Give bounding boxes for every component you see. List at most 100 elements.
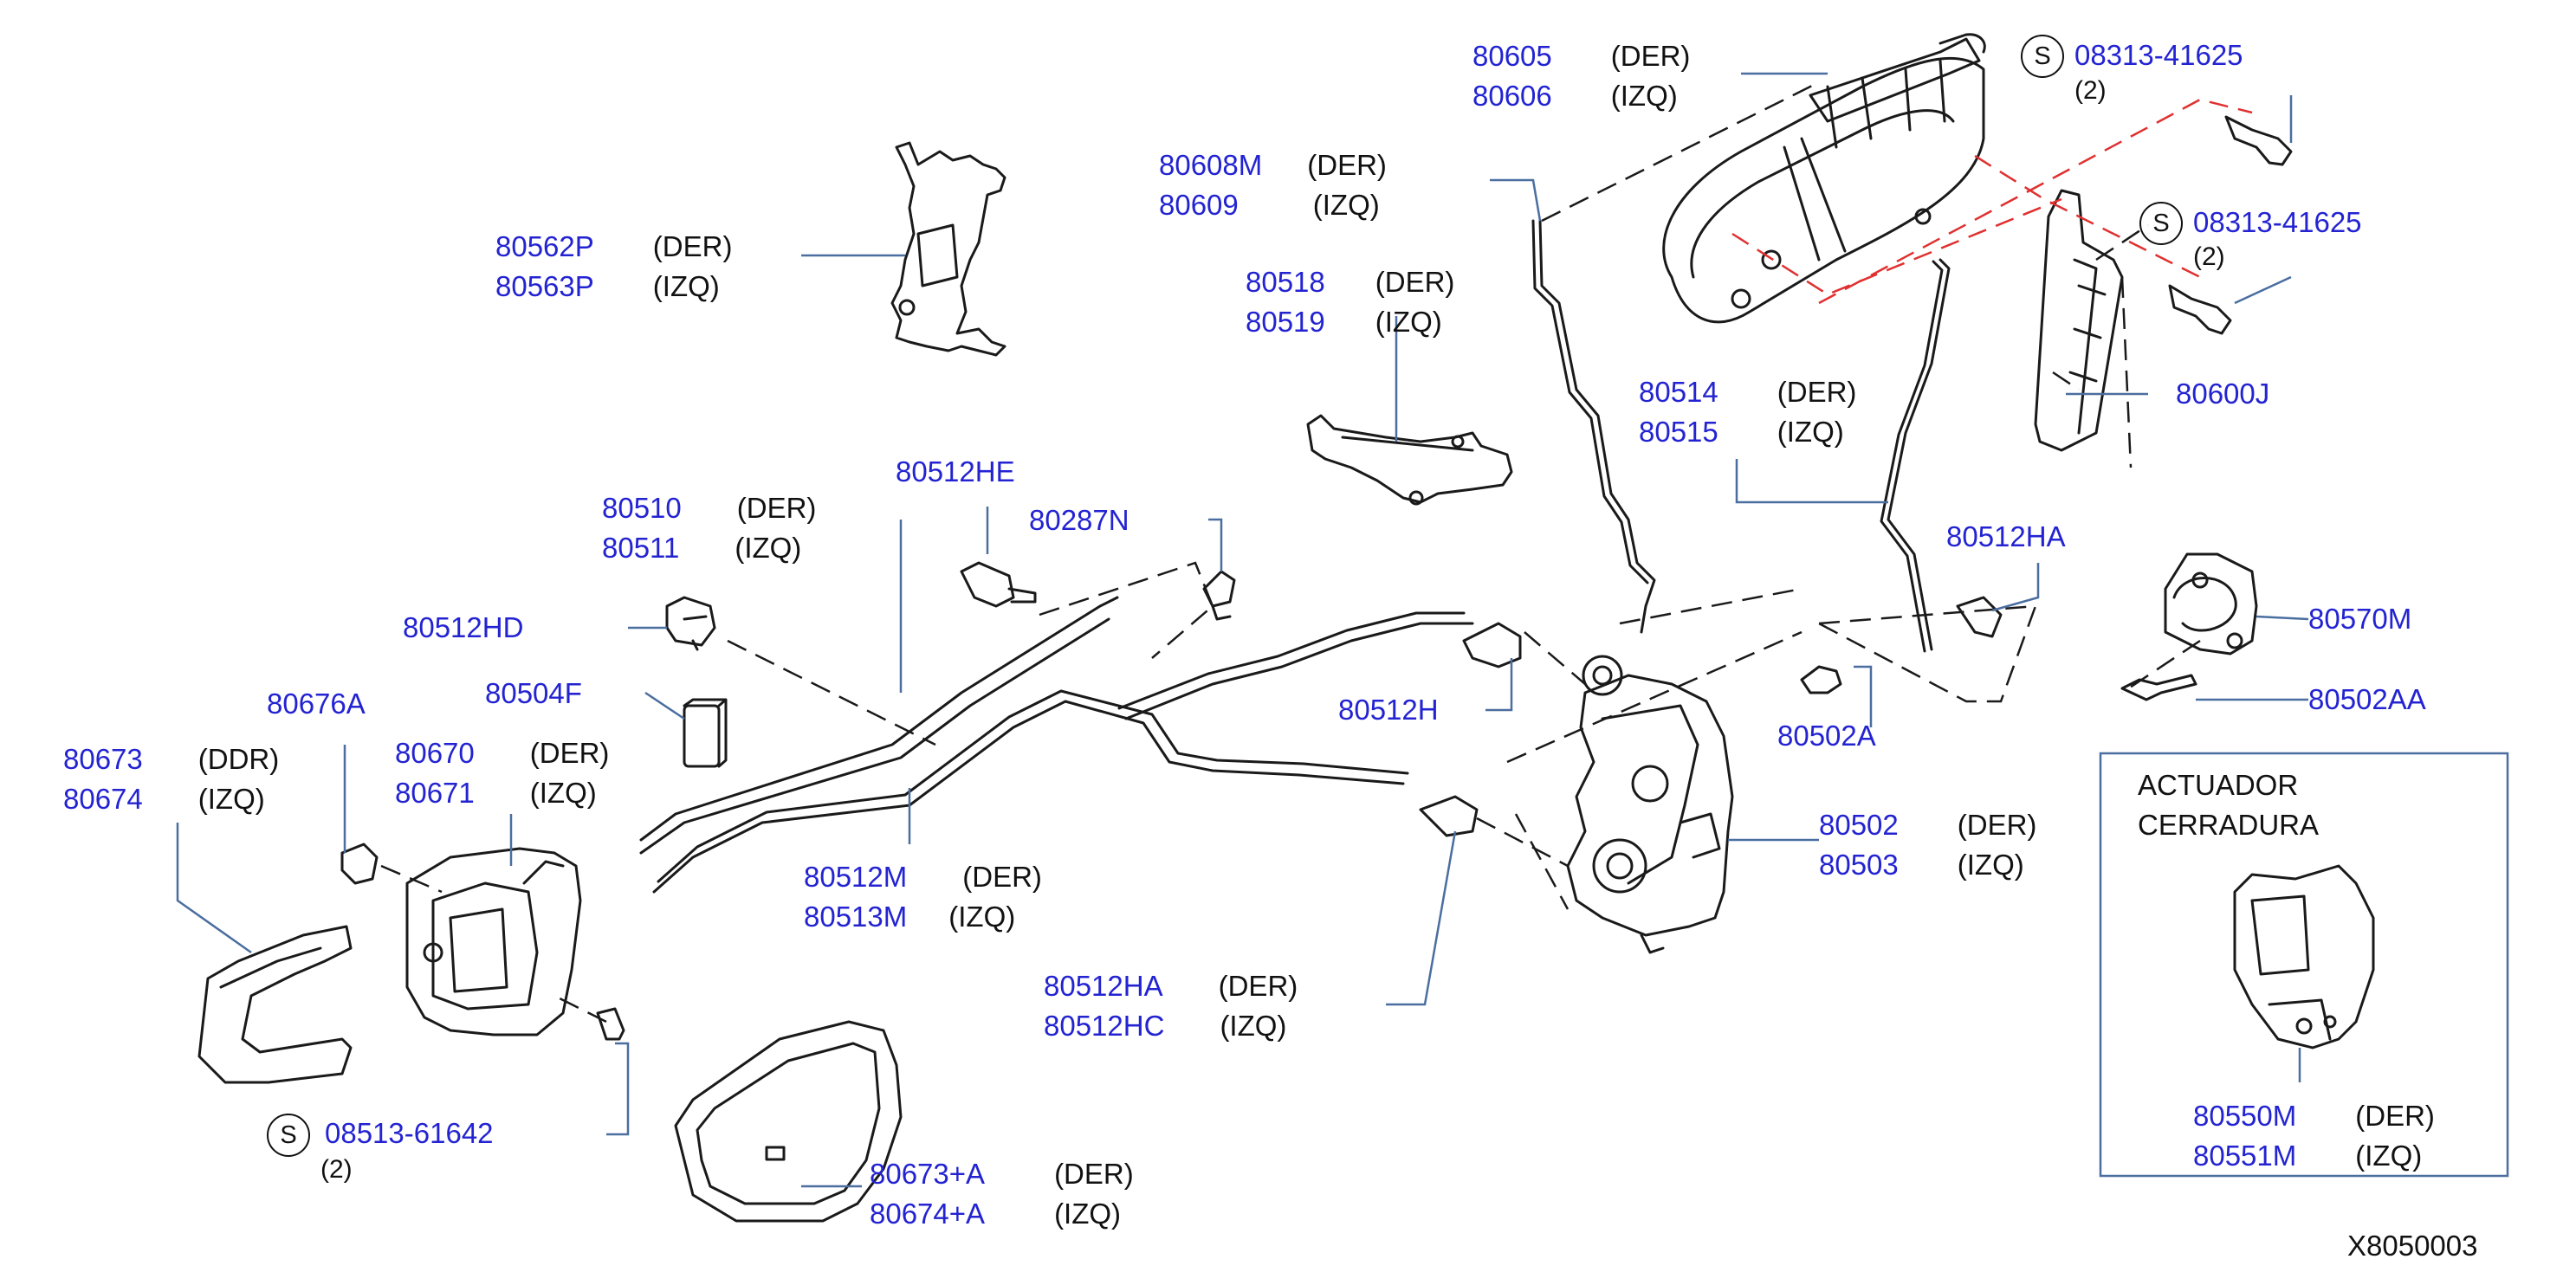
callout-80673: 80673(DDR) 80674(IZQ) bbox=[63, 739, 279, 819]
actuator-title-line2: CERRADURA bbox=[2138, 809, 2320, 841]
callout-80512he[interactable]: 80512HE bbox=[896, 455, 1015, 488]
part-number[interactable]: 80518 bbox=[1246, 266, 1325, 298]
side-label: (DER) bbox=[1777, 376, 1857, 408]
red-dashed-guides bbox=[1731, 98, 2253, 305]
part-number[interactable]: 80605 bbox=[1472, 40, 1552, 72]
callout-80518: 80518 (DER) 80519 (IZQ) bbox=[1246, 262, 1454, 342]
part-number[interactable]: 80512HA bbox=[1044, 970, 1163, 1002]
part-number[interactable]: 80503 bbox=[1819, 849, 1899, 881]
callout-80512ha-80512hc: 80512HA (DER) 80512HC (IZQ) bbox=[1044, 966, 1298, 1046]
part-number[interactable]: 80512M bbox=[804, 861, 908, 893]
clip-80512he bbox=[960, 561, 1037, 608]
side-label: (DER) bbox=[962, 861, 1042, 893]
inner-handle-80670 bbox=[405, 847, 582, 1036]
part-number[interactable]: 80519 bbox=[1246, 306, 1325, 338]
side-label: (IZQ) bbox=[197, 783, 265, 815]
part-number[interactable]: 80670 bbox=[395, 737, 475, 769]
callout-80512h[interactable]: 80512H bbox=[1338, 694, 1439, 726]
clip-80512hd bbox=[665, 596, 716, 651]
callout-80600j[interactable]: 80600J bbox=[2176, 378, 2270, 410]
side-label: (IZQ) bbox=[1220, 1010, 1287, 1042]
part-number[interactable]: 80609 bbox=[1159, 189, 1239, 221]
screw-08313-41625-b bbox=[2168, 284, 2232, 335]
bracket-80562p bbox=[890, 141, 1006, 357]
callout-80510: 80510 (DER) 80511 (IZQ) bbox=[602, 488, 816, 568]
callout-80504f[interactable]: 80504F bbox=[485, 677, 582, 709]
side-label: (IZQ) bbox=[1957, 849, 2024, 881]
callout-80512ha[interactable]: 80512HA bbox=[1946, 520, 2066, 552]
side-label: (DER) bbox=[652, 230, 733, 262]
screw-08313-41625-a bbox=[2224, 115, 2293, 166]
diagram-code: X8050003 bbox=[2347, 1230, 2478, 1262]
part-number[interactable]: 80673+A bbox=[870, 1158, 986, 1190]
part-number[interactable]: 80606 bbox=[1472, 80, 1552, 112]
clip-80512ha bbox=[1956, 596, 2003, 638]
part-number[interactable]: 80510 bbox=[602, 492, 682, 524]
part-number[interactable]: 80512HC bbox=[1044, 1010, 1165, 1042]
callout-80512m: 80512M (DER) 80513M (IZQ) bbox=[804, 857, 1042, 937]
side-label: (IZQ) bbox=[1312, 189, 1380, 221]
part-number[interactable]: 80502 bbox=[1819, 809, 1899, 841]
side-label: (DER) bbox=[1375, 266, 1455, 298]
clip-80676a bbox=[340, 843, 379, 885]
part-number[interactable]: 80551M bbox=[2193, 1140, 2297, 1172]
part-number[interactable]: 80674 bbox=[63, 783, 143, 815]
part-number[interactable]: 80673 bbox=[63, 743, 143, 775]
side-label: (DER) bbox=[1307, 149, 1387, 181]
part-number[interactable]: 80674+A bbox=[870, 1198, 986, 1230]
side-label: (IZQ) bbox=[1375, 306, 1442, 338]
callout-80570m[interactable]: 80570M bbox=[2308, 603, 2412, 635]
screw-quantity: (2) bbox=[2074, 76, 2107, 105]
side-label: (DER) bbox=[2355, 1100, 2435, 1132]
callout-80562p: 80562P (DER) 80563P (IZQ) bbox=[495, 227, 732, 307]
callout-80502a[interactable]: 80502A bbox=[1777, 720, 1876, 752]
door-lock-assembly bbox=[1566, 655, 1734, 954]
part-number[interactable]: 80511 bbox=[602, 532, 680, 564]
side-label: (IZQ) bbox=[2355, 1140, 2423, 1172]
screw-part-08313-41625[interactable]: 08313-41625 bbox=[2193, 206, 2362, 238]
part-number[interactable]: 80563P bbox=[495, 270, 594, 302]
part-number[interactable]: 80513M bbox=[804, 901, 908, 933]
part-number[interactable]: 80562P bbox=[495, 230, 594, 262]
actuator-title-line1: ACTUADOR bbox=[2138, 769, 2299, 801]
screw-symbol-s: S bbox=[267, 1114, 310, 1157]
side-label: (IZQ) bbox=[529, 777, 597, 809]
screw-symbol-s: S bbox=[2021, 35, 2064, 78]
side-label: (DER) bbox=[1957, 809, 2037, 841]
side-label: (IZQ) bbox=[735, 532, 802, 564]
callout-80502aa[interactable]: 80502AA bbox=[2308, 683, 2426, 715]
leader-lines bbox=[176, 72, 2309, 1188]
escutcheon-80673 bbox=[197, 925, 353, 1084]
rod-80512m bbox=[652, 700, 1405, 894]
callout-80550m: 80550M (DER) 80551M (IZQ) bbox=[2193, 1096, 2435, 1176]
part-number[interactable]: 80515 bbox=[1639, 416, 1718, 448]
bracket-80518 bbox=[1306, 414, 1513, 506]
callout-80514: 80514 (DER) 80515 (IZQ) bbox=[1639, 372, 1856, 452]
screw-part-08313-41625[interactable]: 08313-41625 bbox=[2074, 39, 2243, 71]
striker-80570m bbox=[2164, 552, 2258, 655]
side-label: (DER) bbox=[736, 492, 817, 524]
side-label: (IZQ) bbox=[1610, 80, 1678, 112]
callout-80287n[interactable]: 80287N bbox=[1029, 504, 1129, 536]
screw-08513-61642 bbox=[596, 1007, 625, 1041]
rod-80514 bbox=[1887, 258, 1951, 651]
callout-80512hd[interactable]: 80512HD bbox=[403, 611, 524, 643]
bezel-80673a bbox=[674, 1020, 903, 1223]
screw-part-08513-61642[interactable]: 08513-61642 bbox=[325, 1117, 494, 1149]
callout-80676a[interactable]: 80676A bbox=[267, 688, 366, 720]
side-label: (DER) bbox=[1610, 40, 1691, 72]
side-label: (DER) bbox=[529, 737, 610, 769]
side-label: (IZQ) bbox=[948, 901, 1016, 933]
actuator-inset-frame bbox=[2099, 752, 2509, 1178]
part-number[interactable]: 80514 bbox=[1639, 376, 1718, 408]
side-label: (IZQ) bbox=[1777, 416, 1844, 448]
side-label: (DER) bbox=[1218, 970, 1298, 1002]
actuator-80550m bbox=[2233, 864, 2375, 1049]
clip-80512h bbox=[1462, 622, 1522, 668]
part-number[interactable]: 80671 bbox=[395, 777, 475, 809]
part-number[interactable]: 80550M bbox=[2193, 1100, 2297, 1132]
rod-upper bbox=[1124, 622, 1474, 720]
part-number[interactable]: 80608M bbox=[1159, 149, 1263, 181]
side-label: (IZQ) bbox=[652, 270, 720, 302]
